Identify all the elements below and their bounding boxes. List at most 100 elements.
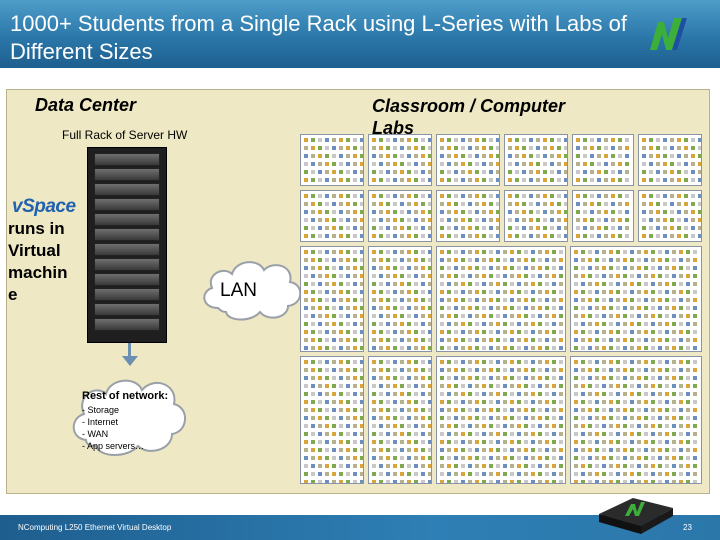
pc-icon: [400, 146, 404, 150]
pc-icon: [559, 360, 563, 364]
pc-icon: [665, 250, 669, 254]
pc-icon: [649, 154, 653, 158]
computer-lab: [300, 356, 364, 484]
pc-icon: [318, 448, 322, 452]
pc-icon: [304, 424, 308, 428]
pc-icon: [609, 432, 613, 436]
pc-icon: [311, 194, 315, 198]
pc-icon: [421, 392, 425, 396]
pc-icon: [360, 210, 363, 214]
pc-icon: [524, 480, 528, 483]
pc-icon: [529, 226, 533, 230]
pc-icon: [360, 258, 363, 262]
pc-icon: [658, 290, 662, 294]
pc-icon: [665, 408, 669, 412]
pc-icon: [517, 274, 521, 278]
pc-icon: [686, 408, 690, 412]
labs-title: Classroom / Computer Labs: [372, 96, 566, 138]
pc-icon: [428, 440, 431, 444]
pc-icon: [461, 440, 465, 444]
pc-icon: [346, 314, 350, 318]
pc-icon: [630, 384, 634, 388]
pc-icon: [414, 154, 418, 158]
pc-icon: [353, 274, 357, 278]
pc-icon: [679, 408, 683, 412]
pc-icon: [440, 250, 444, 254]
pc-icon: [447, 138, 451, 142]
pc-icon: [665, 330, 669, 334]
pc-icon: [489, 368, 493, 372]
pc-icon: [686, 464, 690, 468]
pc-icon: [339, 456, 343, 460]
pc-icon: [311, 464, 315, 468]
pc-icon: [665, 346, 669, 350]
pc-icon: [372, 338, 376, 342]
pc-icon: [379, 146, 383, 150]
pc-icon: [588, 480, 592, 483]
pc-icon: [353, 210, 357, 214]
rack-unit: [94, 228, 160, 241]
pc-icon: [543, 154, 547, 158]
pc-icon: [522, 146, 526, 150]
pc-icon: [475, 306, 479, 310]
pc-icon: [672, 416, 676, 420]
pc-icon: [421, 464, 425, 468]
pc-icon: [428, 250, 431, 254]
pc-icon: [642, 154, 646, 158]
pc-icon: [421, 218, 425, 222]
pc-icon: [536, 202, 540, 206]
pc-icon: [353, 440, 357, 444]
pc-icon: [414, 266, 418, 270]
pc-icon: [672, 472, 676, 476]
pc-icon: [693, 290, 697, 294]
pc-icon: [559, 472, 563, 476]
pc-icon: [318, 170, 322, 174]
computer-lab: [368, 190, 432, 242]
pc-icon: [611, 226, 615, 230]
rack-unit: [94, 168, 160, 181]
pc-icon: [510, 368, 514, 372]
pc-icon: [663, 178, 667, 182]
pc-icon: [304, 440, 308, 444]
pc-icon: [304, 218, 308, 222]
pc-icon: [421, 226, 425, 230]
pc-icon: [698, 202, 701, 206]
pc-icon: [545, 368, 549, 372]
pc-icon: [461, 464, 465, 468]
pc-icon: [550, 178, 554, 182]
pc-icon: [447, 258, 451, 262]
pc-icon: [672, 400, 676, 404]
pc-icon: [538, 298, 542, 302]
pc-icon: [318, 306, 322, 310]
pc-icon: [559, 258, 563, 262]
pc-icon: [332, 448, 336, 452]
pc-icon: [581, 432, 585, 436]
pc-icon: [581, 338, 585, 342]
pc-icon: [656, 194, 660, 198]
pc-icon: [515, 178, 519, 182]
pc-icon: [672, 314, 676, 318]
computer-lab: [572, 134, 634, 186]
pc-icon: [503, 346, 507, 350]
pc-icon: [658, 360, 662, 364]
pc-icon: [304, 408, 308, 412]
pc-icon: [637, 480, 641, 483]
pc-icon: [524, 290, 528, 294]
pc-icon: [360, 282, 363, 286]
pc-icon: [379, 416, 383, 420]
pc-icon: [552, 472, 556, 476]
pc-icon: [531, 266, 535, 270]
pc-icon: [564, 202, 567, 206]
pc-icon: [517, 322, 521, 326]
pc-icon: [538, 338, 542, 342]
pc-icon: [656, 226, 660, 230]
pc-icon: [421, 250, 425, 254]
pc-icon: [379, 178, 383, 182]
pc-icon: [325, 346, 329, 350]
pc-icon: [637, 290, 641, 294]
pc-icon: [595, 440, 599, 444]
pc-icon: [618, 218, 622, 222]
pc-icon: [508, 138, 512, 142]
pc-icon: [611, 138, 615, 142]
pc-icon: [407, 202, 411, 206]
